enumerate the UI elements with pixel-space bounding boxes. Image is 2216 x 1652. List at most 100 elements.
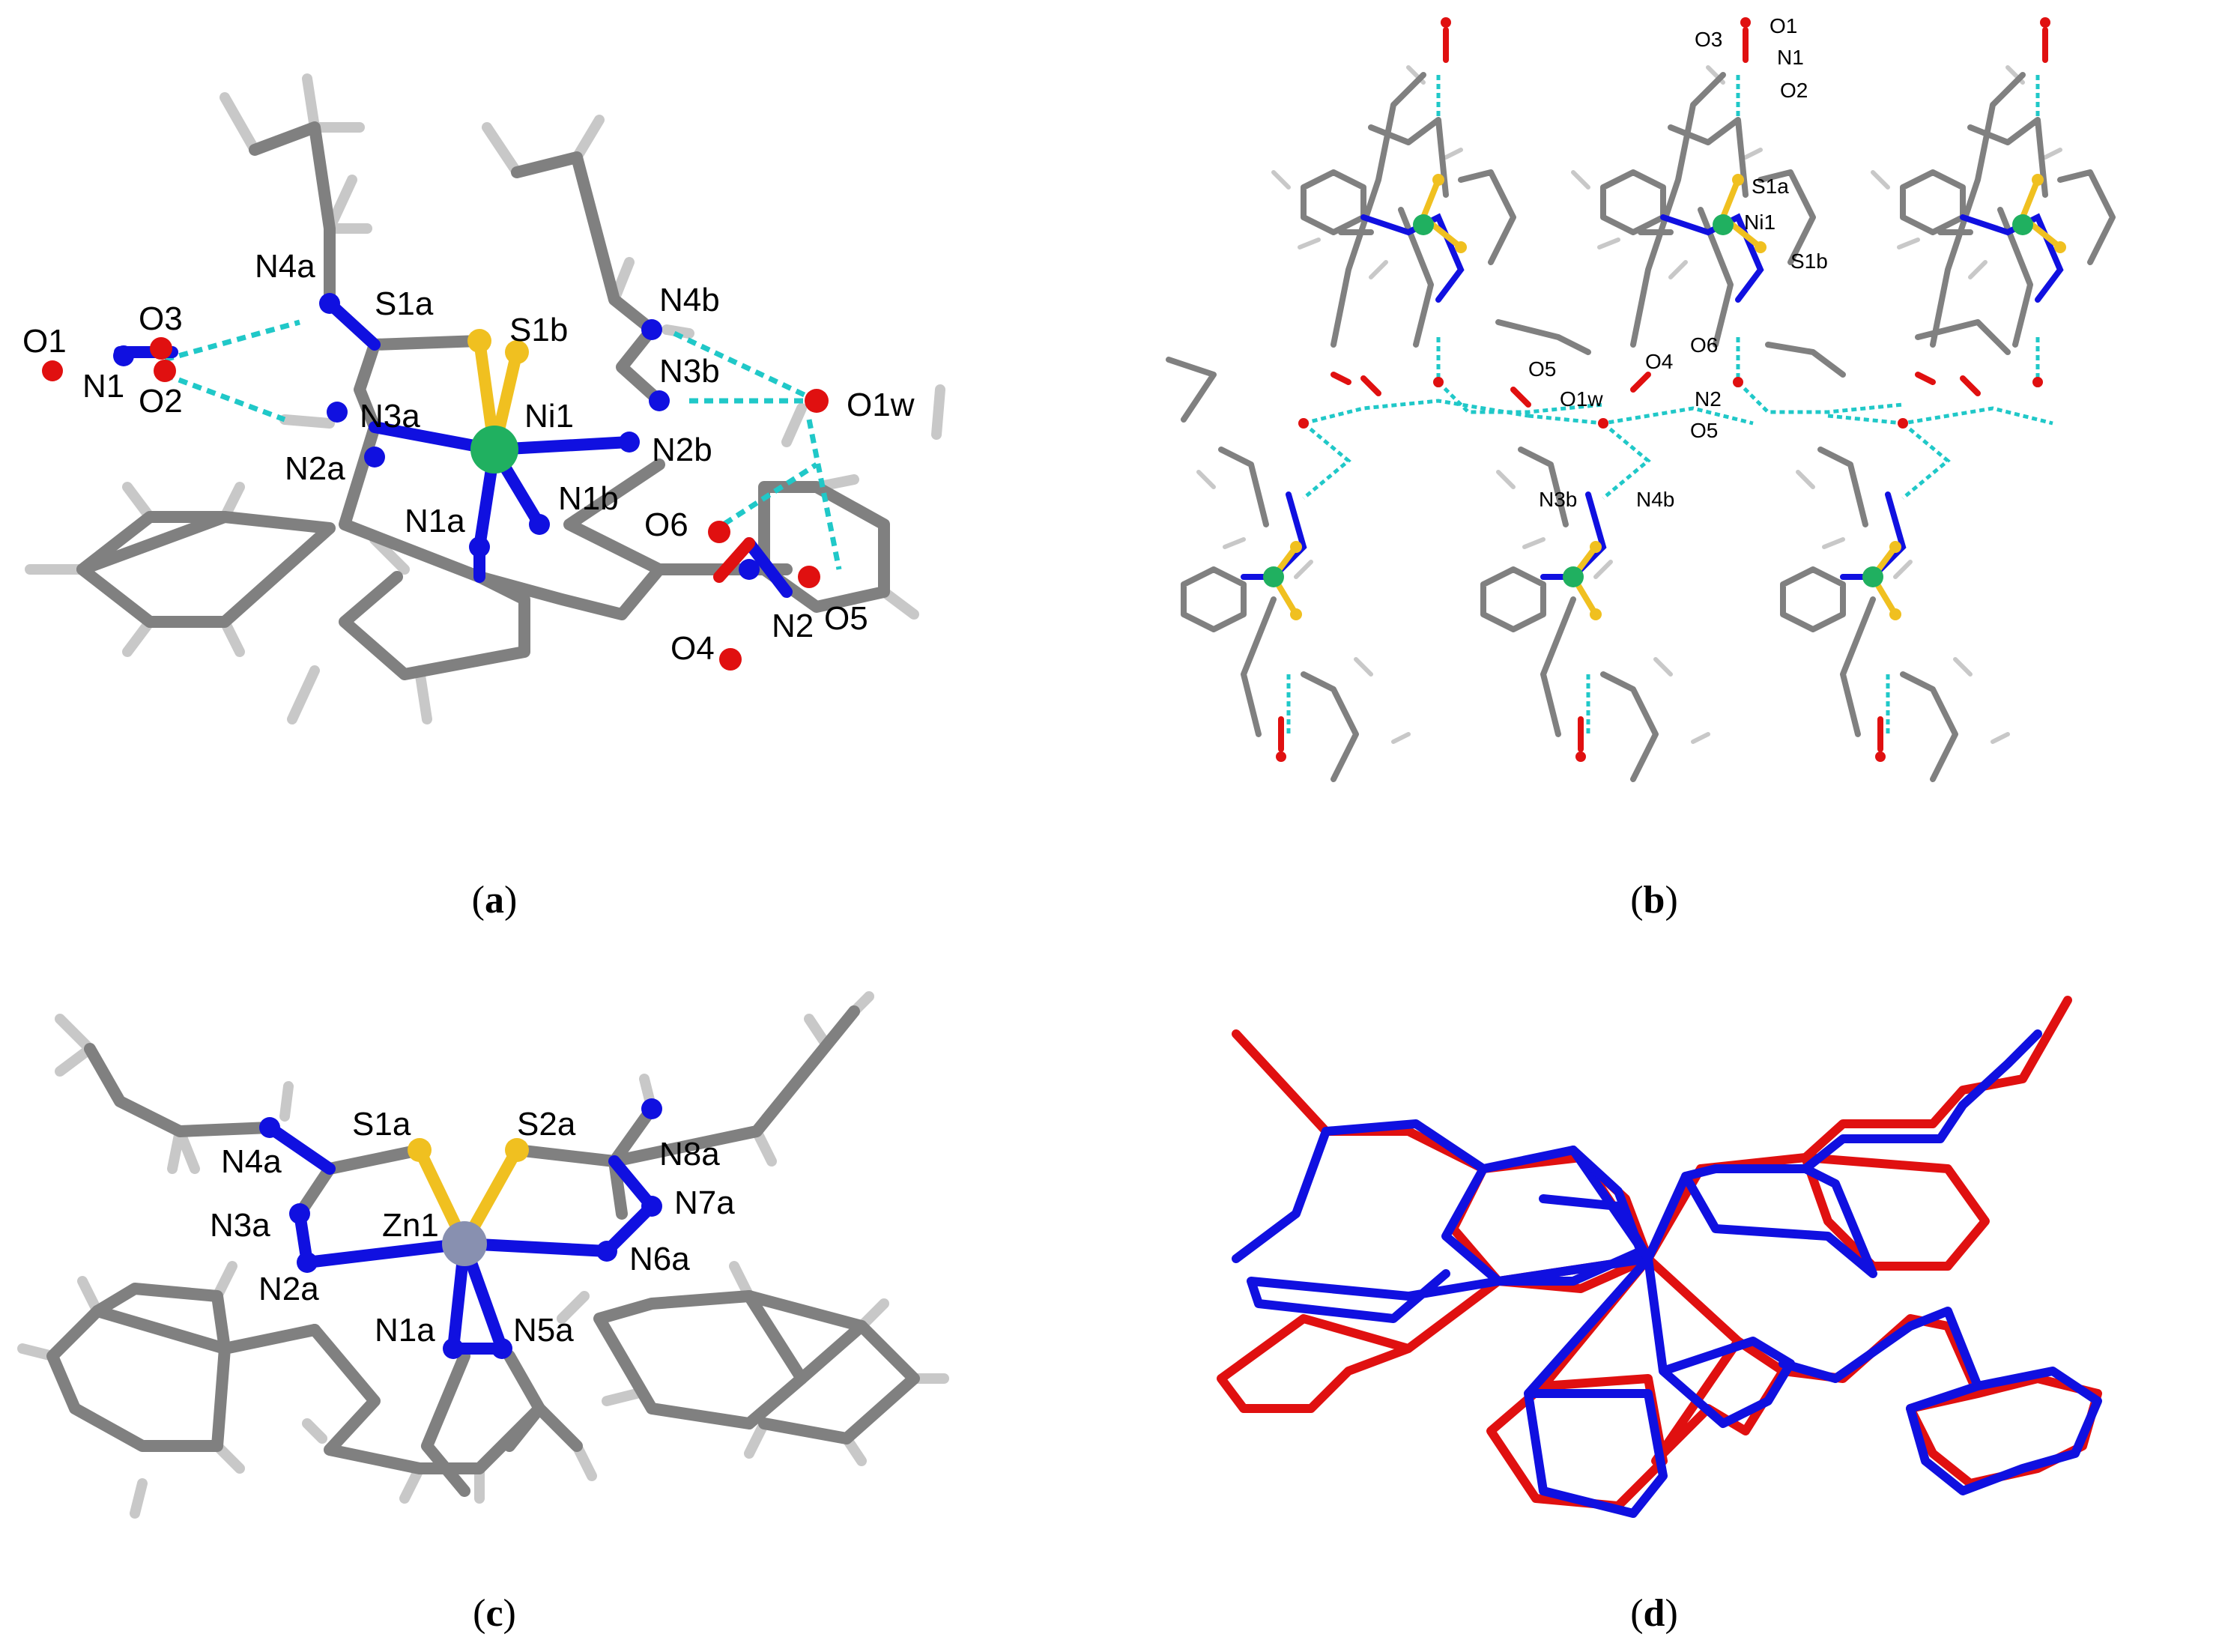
label-c-2: N4a bbox=[221, 1143, 282, 1180]
label-a-1: O3 bbox=[139, 300, 183, 337]
atom-s1b bbox=[505, 340, 529, 364]
label-c-3: N8a bbox=[659, 1136, 720, 1173]
atom-n1a-c bbox=[443, 1338, 464, 1359]
atom-n1 bbox=[113, 345, 134, 366]
panel-b-labels: O3 O1 N1 O2 S1a Ni1 S1b O5 O4 O6 O1w N2 … bbox=[1528, 14, 1828, 511]
atom-n5a-c bbox=[491, 1338, 512, 1359]
label-c-8: N6a bbox=[629, 1241, 690, 1277]
caption-b: (b) bbox=[1630, 879, 1678, 922]
label-a-12: N2a bbox=[285, 450, 345, 487]
atom-s-b5 bbox=[2032, 174, 2044, 186]
atom-s-b1 bbox=[1432, 174, 1444, 186]
label-a-17: N2 bbox=[772, 608, 814, 644]
atom-ni-b5 bbox=[1563, 566, 1584, 587]
label-c-10: N5a bbox=[513, 1312, 574, 1349]
atom-o3 bbox=[150, 337, 172, 360]
atom-o-b10 bbox=[1575, 751, 1586, 762]
label-a-0: O1 bbox=[22, 323, 67, 360]
atom-o-b12 bbox=[1875, 751, 1886, 762]
atom-s1a-c bbox=[408, 1138, 432, 1162]
caption-d: (d) bbox=[1630, 1592, 1678, 1635]
atom-ni-b1 bbox=[1413, 214, 1434, 235]
atom-n4a-c bbox=[259, 1117, 280, 1138]
atom-s-b7 bbox=[1290, 541, 1302, 553]
atom-ni-b2 bbox=[1713, 214, 1734, 235]
atom-s-b8 bbox=[1290, 608, 1302, 620]
atom-ni-b4 bbox=[1263, 566, 1284, 587]
panel-a: O1 O3 N1 O2 N4a S1a S1b N4b N3a Ni1 N3b … bbox=[22, 73, 945, 922]
label-a-7: N4b bbox=[659, 282, 720, 318]
panel-b-hbonds bbox=[1286, 75, 2053, 734]
label-b-1: O1 bbox=[1770, 14, 1797, 37]
panel-c-atoms bbox=[259, 1098, 662, 1359]
atom-o5 bbox=[798, 566, 820, 588]
atom-s-b10 bbox=[1590, 608, 1602, 620]
atom-o-b8 bbox=[1740, 17, 1751, 28]
label-b-11: N2 bbox=[1695, 387, 1722, 411]
panel-b-atoms bbox=[1263, 17, 2066, 762]
label-a-14: N1a bbox=[405, 503, 465, 539]
atom-zn1-c bbox=[442, 1221, 487, 1266]
panel-b-heteroatom-bonds bbox=[1241, 27, 2064, 752]
label-b-13: N3b bbox=[1539, 488, 1577, 511]
panel-a-labels: O1 O3 N1 O2 N4a S1a S1b N4b N3a Ni1 N3b … bbox=[22, 248, 915, 667]
overlay-red bbox=[1217, 996, 2102, 1510]
label-b-8: O4 bbox=[1645, 350, 1673, 373]
atom-n7a-c bbox=[641, 1196, 662, 1217]
atom-n8a-c bbox=[641, 1098, 662, 1119]
atom-s1a bbox=[467, 329, 491, 353]
atom-o2 bbox=[154, 360, 176, 382]
panel-b-hydrogens bbox=[1196, 65, 2062, 744]
panel-c-hydrogens bbox=[17, 991, 949, 1519]
label-b-4: S1a bbox=[1752, 175, 1789, 198]
label-b-2: N1 bbox=[1777, 46, 1804, 69]
atom-s-b6 bbox=[2054, 241, 2066, 253]
panel-a-atoms bbox=[42, 293, 829, 671]
label-b-10: O1w bbox=[1560, 387, 1603, 411]
label-a-5: S1a bbox=[375, 285, 434, 322]
label-c-7: N2a bbox=[258, 1271, 319, 1307]
atom-n3a bbox=[327, 402, 348, 423]
atom-n2b bbox=[619, 432, 640, 453]
label-b-7: O5 bbox=[1528, 357, 1556, 381]
atom-o6 bbox=[708, 521, 730, 543]
atom-s-b3 bbox=[1732, 174, 1744, 186]
panel-c-carbon-bonds bbox=[46, 1005, 920, 1497]
atom-o-b5 bbox=[1898, 418, 1908, 429]
overlay-blue bbox=[1232, 1029, 2102, 1518]
label-a-13: N2b bbox=[652, 432, 712, 468]
atom-o-b6 bbox=[2032, 377, 2043, 387]
panel-c: S1a S2a N4a N8a N3a Zn1 N7a N2a N6a N1a … bbox=[17, 991, 949, 1635]
panel-a-hbonds bbox=[163, 319, 842, 570]
label-c-4: N3a bbox=[210, 1207, 270, 1244]
atom-s2a-c bbox=[505, 1138, 529, 1162]
label-a-8: N3a bbox=[360, 398, 420, 435]
label-a-6: S1b bbox=[509, 312, 568, 348]
panel-b: O3 O1 N1 O2 S1a Ni1 S1b O5 O4 O6 O1w N2 … bbox=[1166, 14, 2116, 922]
label-c-5: Zn1 bbox=[382, 1207, 439, 1244]
atom-o4 bbox=[719, 648, 742, 671]
label-c-6: N7a bbox=[674, 1184, 735, 1221]
label-a-19: O4 bbox=[670, 630, 715, 667]
atom-o-b9 bbox=[2040, 17, 2050, 28]
atom-s-b2 bbox=[1455, 241, 1467, 253]
atom-o-b11 bbox=[1276, 751, 1286, 762]
atom-ni1 bbox=[470, 426, 518, 473]
label-b-9: O6 bbox=[1690, 333, 1718, 357]
atom-n2a bbox=[364, 447, 385, 468]
atom-n2a-c bbox=[297, 1252, 318, 1273]
atom-n4a bbox=[319, 293, 340, 314]
panel-c-labels: S1a S2a N4a N8a N3a Zn1 N7a N2a N6a N1a … bbox=[210, 1106, 735, 1349]
atom-s-b12 bbox=[1889, 608, 1901, 620]
label-a-9: Ni1 bbox=[524, 398, 574, 435]
atom-o-b7 bbox=[1441, 17, 1451, 28]
atom-o1w bbox=[805, 389, 829, 413]
atom-o-b2 bbox=[1433, 377, 1444, 387]
atom-n2 bbox=[739, 559, 760, 580]
label-a-2: N1 bbox=[82, 368, 124, 405]
label-a-15: N1b bbox=[558, 480, 619, 517]
atom-n3b bbox=[649, 390, 670, 411]
caption-a: (a) bbox=[472, 879, 518, 922]
atom-o-b3 bbox=[1598, 418, 1608, 429]
